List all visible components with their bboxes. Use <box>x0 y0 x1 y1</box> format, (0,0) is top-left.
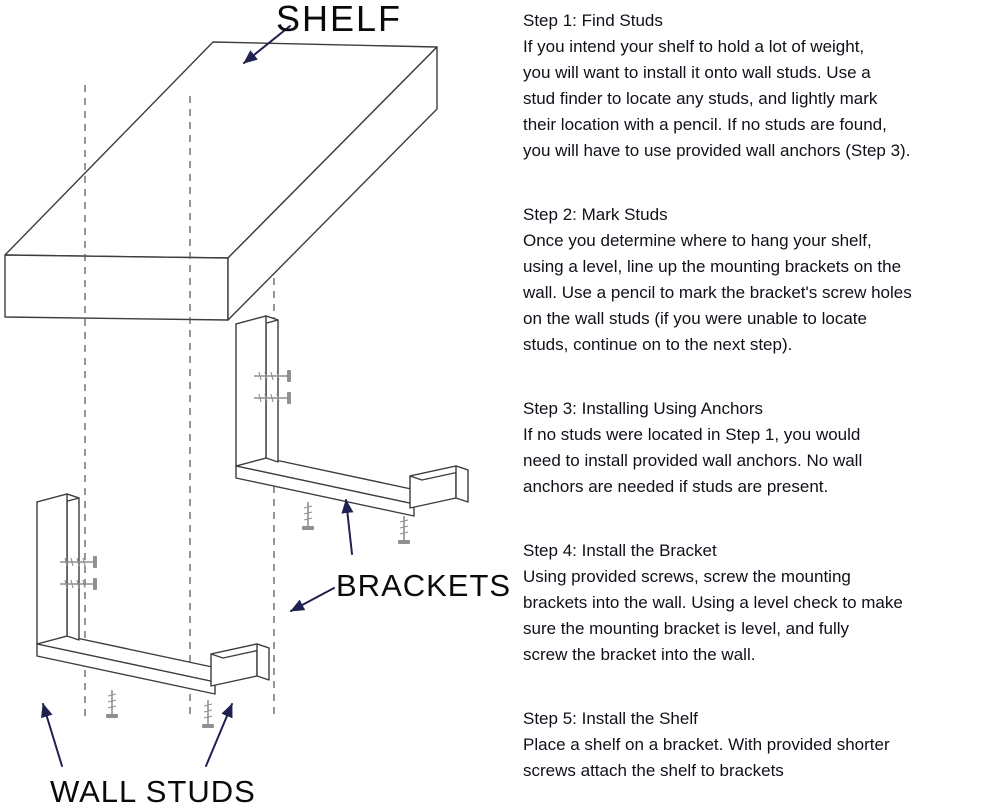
shelf-arrow <box>243 25 291 64</box>
step-2: Step 2: Mark Studs Once you determine wh… <box>523 202 985 358</box>
wall-studs-arrow-left <box>41 703 63 767</box>
step-3: Step 3: Installing Using Anchors If no s… <box>523 396 985 500</box>
wall-studs-label: WALL STUDS <box>50 774 256 806</box>
shelf-drawing <box>4 41 438 321</box>
wall-stud-lines <box>84 85 275 720</box>
screw-upper-shelf-2 <box>397 515 411 545</box>
step-2-title: Step 2: Mark Studs <box>523 205 668 224</box>
step-2-body: Once you determine where to hang your sh… <box>523 231 912 354</box>
step-4-title: Step 4: Install the Bracket <box>523 541 717 560</box>
instructions-panel: Step 1: Find Studs If you intend your sh… <box>523 8 985 784</box>
step-3-body: If no studs were located in Step 1, you … <box>523 425 863 496</box>
screw-upper-shelf-1 <box>301 501 315 531</box>
step-5-body: Place a shelf on a bracket. With provide… <box>523 735 890 780</box>
step-3-title: Step 3: Installing Using Anchors <box>523 399 764 418</box>
bracket-lower <box>36 493 270 695</box>
step-1-body: If you intend your shelf to hold a lot o… <box>523 37 911 160</box>
screw-lower-shelf-1 <box>105 689 119 719</box>
installation-diagram: SHELF BRACKETS WALL STUDS <box>4 0 511 806</box>
step-1-title: Step 1: Find Studs <box>523 11 663 30</box>
brackets-label: BRACKETS <box>336 568 511 603</box>
brackets-arrow-upper <box>341 499 354 555</box>
callout-arrows <box>41 25 354 767</box>
bracket-upper <box>235 315 469 517</box>
wall-studs-arrow-right <box>205 703 233 767</box>
step-4: Step 4: Install the Bracket Using provid… <box>523 538 985 668</box>
step-4-body: Using provided screws, screw the mountin… <box>523 567 903 664</box>
shelf-label: SHELF <box>276 0 402 39</box>
step-5-title: Step 5: Install the Shelf <box>523 709 698 728</box>
brackets-arrow-lower <box>290 587 335 612</box>
shelf-end-face <box>4 254 229 321</box>
step-5: Step 5: Install the Shelf Place a shelf … <box>523 706 985 784</box>
step-1: Step 1: Find Studs If you intend your sh… <box>523 8 985 164</box>
shelf-front-face <box>227 46 438 321</box>
screw-lower-shelf-2 <box>201 699 215 729</box>
